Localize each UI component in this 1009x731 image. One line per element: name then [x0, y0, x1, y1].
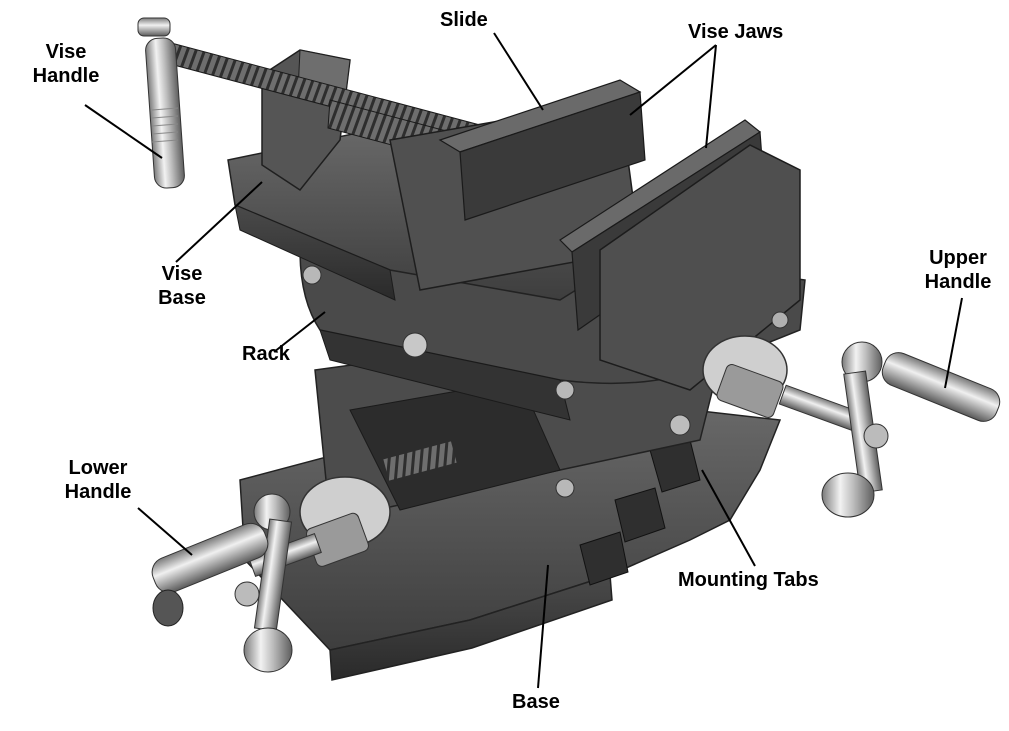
label-base-text: Base: [512, 691, 560, 713]
label-base: Base: [512, 690, 560, 714]
leader-vise-handle: [84, 104, 163, 159]
leader-vise-jaws-b: [705, 44, 717, 149]
leader-lower-handle: [137, 507, 193, 556]
vise-handle: [137, 17, 185, 189]
label-lower-handle-line2: Handle: [64, 481, 132, 503]
label-vise-base-line2: Base: [158, 287, 206, 309]
label-mounting-tabs-text: Mounting Tabs: [678, 569, 819, 591]
leader-rack: [273, 311, 326, 353]
label-slide-text: Slide: [440, 9, 488, 31]
leader-lines: [84, 32, 963, 689]
label-vise-jaws: Vise Jaws: [688, 20, 783, 44]
lower-handle: [151, 476, 391, 673]
label-upper-handle-line1: Upper: [929, 247, 987, 269]
label-upper-handle-line2: Handle: [924, 271, 992, 293]
bolts: [302, 265, 789, 498]
leader-base: [537, 564, 549, 689]
label-lower-handle-line1: Lower: [68, 457, 128, 479]
label-vise-base: Vise Base: [142, 262, 222, 310]
label-rack-text: Rack: [242, 343, 290, 365]
leader-mounting-tabs: [701, 469, 756, 567]
leader-vise-jaws-a: [629, 44, 717, 116]
upper-handle: [702, 335, 1001, 518]
label-lower-handle: Lower Handle: [52, 456, 144, 504]
fixed-jaw-body: [599, 144, 801, 391]
label-mounting-tabs: Mounting Tabs: [678, 568, 819, 592]
label-vise-jaws-text: Vise Jaws: [688, 21, 784, 43]
label-upper-handle: Upper Handle: [912, 246, 1004, 294]
label-slide: Slide: [440, 8, 488, 32]
leader-slide: [493, 32, 544, 111]
leader-upper-handle: [944, 297, 963, 389]
label-vise-base-line1: Vise: [161, 263, 203, 285]
label-vise-handle: Vise Handle: [20, 40, 112, 88]
mounting-tabs: [579, 439, 701, 586]
leader-vise-base: [175, 181, 263, 263]
label-rack: Rack: [242, 342, 290, 366]
label-vise-handle-line1: Vise: [45, 41, 87, 63]
label-vise-handle-line2: Handle: [32, 65, 100, 87]
